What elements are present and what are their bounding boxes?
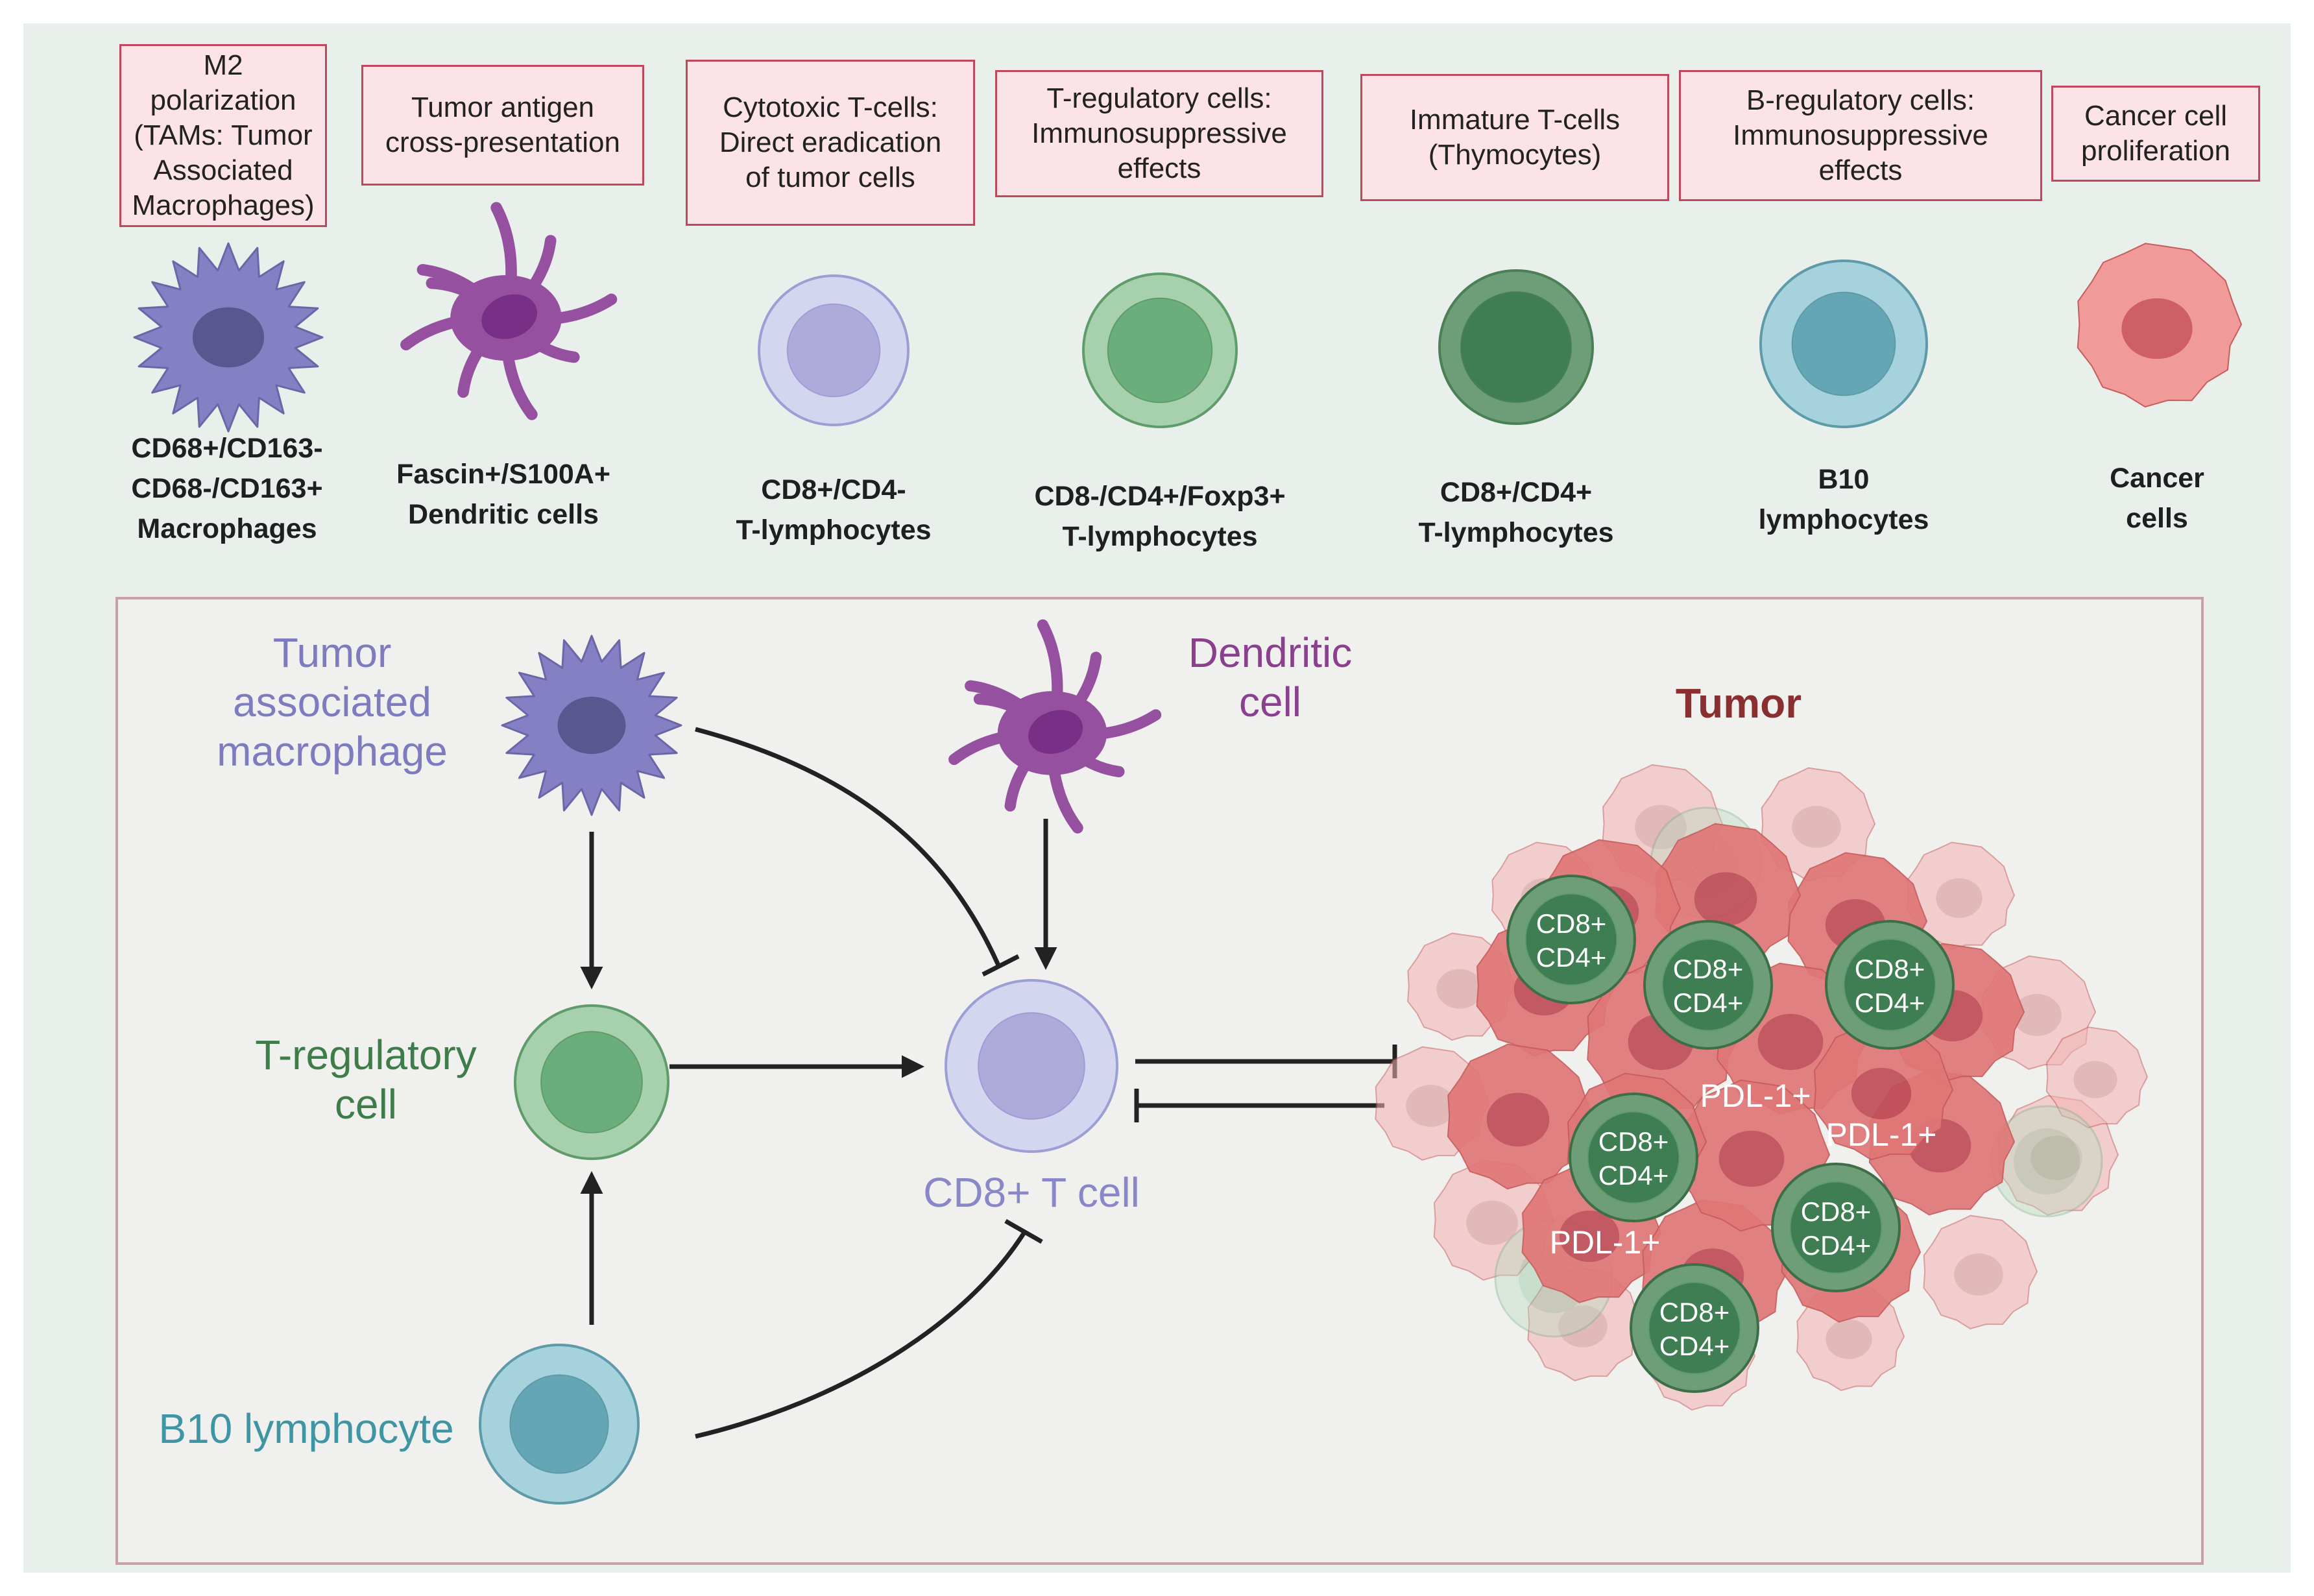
tumor-t-cell-marker-text: CD4+	[1801, 1230, 1872, 1261]
tumor-t-cell-marker-text: CD8+	[1598, 1126, 1669, 1157]
b10-lymphocyte-label: B10 lymphocyte	[158, 1405, 454, 1452]
immature-t-cell-icon	[1438, 269, 1594, 425]
cell-type-label-line: T-lymphocytes	[1418, 517, 1614, 548]
cell-type-label-line: CD68+/CD163-	[131, 433, 323, 464]
cell-type-label-line: B10	[1818, 464, 1870, 495]
function-box-line: effects	[1818, 154, 1903, 186]
tumor-t-cell-marker-text: CD8+	[1659, 1297, 1730, 1327]
function-box-line: B-regulatory cells:	[1746, 84, 1975, 116]
cell-type-label-0: CD68+/CD163- CD68-/CD163+ Macrophages	[131, 428, 322, 549]
cell-type-label-line: CD68-/CD163+	[131, 473, 323, 504]
faint-t-cell-2	[1990, 1105, 2103, 1218]
dendritic-cell-label: Dendritic cell	[1188, 629, 1353, 725]
tumor-t-cell-1: CD8+CD4+	[1643, 920, 1773, 1050]
cell-type-label-line: T-lymphocytes	[736, 514, 932, 546]
tumor-faint-cell-13	[2045, 1026, 2149, 1129]
function-box-1: Tumor antigen cross-presentation	[361, 65, 644, 186]
function-box-line: Associated	[153, 154, 293, 186]
cell-type-label-4: CD8+/CD4+ T-lymphocytes	[1418, 472, 1613, 553]
cytotoxic-t-cell-icon	[758, 274, 910, 426]
function-box-line: cross-presentation	[385, 127, 620, 158]
function-box-line: Immunosuppressive	[1733, 119, 1988, 151]
tumor-t-cell-marker-text: CD8+	[1801, 1196, 1872, 1227]
tumor-t-cell-marker-text: CD4+	[1659, 1331, 1730, 1361]
cell-type-label-6: Cancer cells	[2110, 458, 2204, 538]
tumor-t-cell-marker-text: CD8+	[1855, 954, 1925, 984]
tumor-t-cell-marker-text: CD4+	[1855, 987, 1925, 1018]
dendritic-cell-icon	[400, 202, 618, 420]
function-box-line: Cancer cell	[2084, 100, 2228, 132]
function-box-line: Immature T-cells	[1409, 104, 1621, 136]
cell-type-label-line: Macrophages	[137, 513, 317, 544]
cell-type-label-line: Dendritic cells	[408, 499, 599, 530]
function-box-line: of tumor cells	[745, 162, 915, 193]
tumor-t-cell-4: CD8+CD4+	[1771, 1163, 1901, 1292]
b10-lymphocyte-icon	[1759, 260, 1928, 428]
tumor-cell-14	[1813, 1021, 1954, 1161]
cell-type-label-3: CD8-/CD4+/Foxp3+ T-lymphocytes	[1034, 476, 1285, 557]
cd8-t-cell-label: CD8+ T cell	[923, 1169, 1140, 1216]
function-box-line: T-regulatory cells:	[1046, 82, 1272, 114]
dendritic-diagram-icon	[948, 619, 1162, 834]
b10-inhibits-cd8-line	[695, 1218, 1043, 1439]
cell-type-label-2: CD8+/CD4- T-lymphocytes	[736, 470, 931, 550]
function-box-line: (Thymocytes)	[1428, 139, 1602, 171]
cell-type-label-line: CD8+/CD4+	[1440, 477, 1593, 508]
tumor-t-cell-marker-text: CD8+	[1536, 908, 1607, 939]
cell-type-label-5: B10 lymphocytes	[1759, 459, 1929, 540]
tumor-t-cell-marker-text: CD4+	[1673, 987, 1744, 1018]
tam-inhibits-cd8-line	[695, 727, 1020, 977]
tumor-t-cell-0: CD8+CD4+	[1506, 875, 1636, 1004]
tumor-cell-1	[1447, 1043, 1594, 1190]
function-box-line: Direct eradication	[719, 127, 942, 158]
function-box-line: proliferation	[2081, 135, 2230, 167]
cell-type-label-line: Cancer	[2110, 463, 2204, 494]
cell-type-label-1: Fascin+/S100A+ Dendritic cells	[396, 454, 610, 535]
function-box-line: Immunosuppressive	[1031, 117, 1287, 149]
cancer-cell-icon	[2077, 243, 2243, 408]
pdl1-label-0: PDL-1+	[1700, 1078, 1811, 1114]
tumor-label: Tumor	[1675, 680, 1802, 727]
tumor-t-cell-5: CD8+ CD4+	[1630, 1263, 1759, 1393]
cell-type-label-line: CD8-/CD4+/Foxp3+	[1034, 481, 1286, 512]
function-box-line: Cytotoxic T-cells:	[723, 91, 938, 123]
t-regulatory-cell-icon	[1082, 272, 1238, 428]
tumor-t-cell-marker-text: CD8+	[1673, 954, 1744, 984]
tumor-inhibits-cd8-line	[1134, 1089, 1384, 1122]
tumor-faint-cell-6	[1923, 1215, 2038, 1330]
cell-type-label-line: Fascin+/S100A+	[396, 459, 610, 490]
cell-type-label-line: cells	[2126, 503, 2188, 534]
cell-type-label-line: CD8+/CD4-	[761, 474, 906, 505]
tumor-t-cell-marker-text: CD4+	[1536, 942, 1607, 973]
function-box-line: (TAMs: Tumor	[134, 119, 313, 151]
cell-type-label-line: T-lymphocytes	[1062, 521, 1258, 552]
tumor-t-cell-marker-text: CD4+	[1598, 1160, 1669, 1191]
cell-type-label-line: lymphocytes	[1758, 504, 1929, 535]
cd8-t-cell-diagram-icon	[945, 979, 1118, 1153]
function-box-2: Cytotoxic T-cells: Direct eradication of t…	[686, 60, 975, 226]
pdl1-label-2: PDL-1+	[1550, 1224, 1661, 1261]
t-regulatory-diagram-icon	[514, 1004, 669, 1160]
function-box-line: polarization	[150, 84, 296, 116]
function-box-line: M2	[203, 49, 243, 81]
function-box-line: Tumor antigen	[411, 91, 595, 123]
function-box-line: Macrophages)	[132, 189, 315, 221]
t-regulatory-cell-label: T-regulatory cell	[255, 1032, 477, 1128]
function-box-line: effects	[1117, 152, 1201, 184]
b10-lymphocyte-diagram-icon	[479, 1344, 640, 1505]
tumor-t-cell-2: CD8+CD4+	[1825, 920, 1955, 1050]
tumor-t-cell-3: CD8+CD4+	[1569, 1093, 1698, 1222]
tam-label: Tumor associated macrophage	[217, 629, 448, 775]
macrophage-icon	[133, 242, 324, 433]
pdl1-label-1: PDL-1+	[1826, 1117, 1937, 1153]
tam-diagram-icon	[501, 635, 682, 816]
function-box-4: Immature T-cells(Thymocytes)	[1360, 74, 1669, 201]
